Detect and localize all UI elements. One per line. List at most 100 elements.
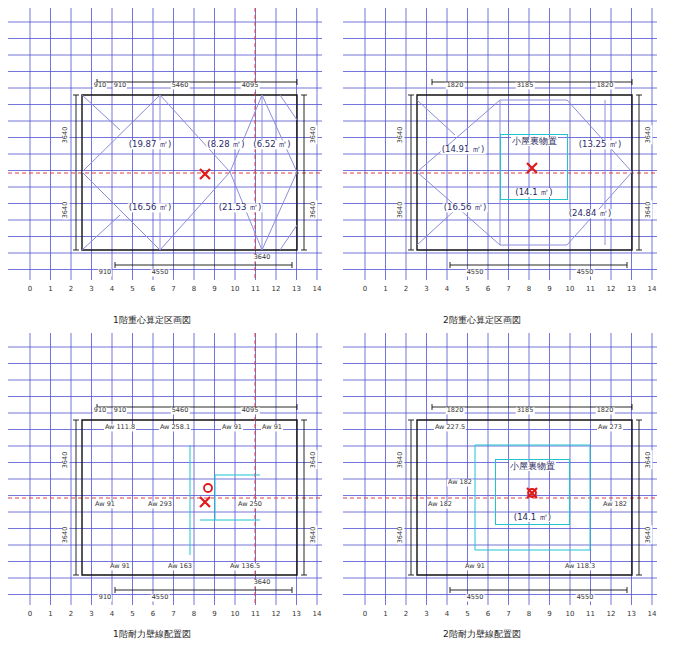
area-label: (14.1 ㎡) bbox=[513, 513, 552, 522]
dimension-text: 3640 bbox=[645, 126, 652, 145]
dimension-text: 3640 bbox=[397, 126, 404, 145]
section-line bbox=[417, 100, 632, 245]
dimension-text: 3640 bbox=[253, 579, 272, 586]
grid-number: 13 bbox=[626, 611, 637, 619]
wall-strength-label: Aw 91 bbox=[464, 563, 486, 570]
grid-line-horizontal bbox=[8, 347, 322, 595]
grid-number: 5 bbox=[464, 286, 470, 294]
grid-number: 6 bbox=[485, 286, 491, 294]
grid-number: 14 bbox=[647, 611, 658, 619]
building-outline bbox=[417, 420, 632, 575]
grid-number: 7 bbox=[505, 286, 511, 294]
wall-line bbox=[190, 445, 260, 555]
wall-strength-label: Aw 227.5 bbox=[434, 424, 466, 431]
dimension-text: 4095 bbox=[241, 82, 260, 89]
grid-number: 4 bbox=[444, 286, 450, 294]
grid-line-vertical bbox=[365, 333, 652, 605]
dimension-text: 4550 bbox=[151, 594, 170, 601]
dimension-text: 4550 bbox=[576, 269, 595, 276]
wall-strength-label: Aw 136.5 bbox=[229, 563, 261, 570]
wall-strength-label: Aw 258.1 bbox=[159, 424, 191, 431]
area-label: (24.84 ㎡) bbox=[568, 209, 613, 218]
dimension-text: 3640 bbox=[310, 451, 317, 470]
grid-number: 11 bbox=[250, 611, 261, 619]
dimension-text: 910 bbox=[113, 82, 127, 89]
wall-strength-label: Aw 91 bbox=[94, 501, 116, 508]
area-label: (16.56 ㎡) bbox=[128, 203, 173, 212]
grid-number: 13 bbox=[291, 286, 302, 294]
center-line bbox=[8, 498, 322, 499]
dimension-text: 910 bbox=[93, 82, 107, 89]
wall-strength-label: Aw 250 bbox=[237, 501, 263, 508]
dimension-text: 4095 bbox=[241, 407, 260, 414]
grid-number: 4 bbox=[444, 611, 450, 619]
grid-line-vertical bbox=[365, 8, 652, 280]
dimension-text: 910 bbox=[98, 594, 112, 601]
grid-number: 8 bbox=[191, 286, 197, 294]
dimension-text: 3640 bbox=[397, 526, 404, 545]
area-label: (14.91 ㎡) bbox=[441, 145, 486, 154]
wall-strength-label: Aw 91 bbox=[261, 424, 283, 431]
dimension-line bbox=[73, 404, 307, 593]
grid-number: 10 bbox=[565, 286, 576, 294]
dimension-text: 3640 bbox=[310, 126, 317, 145]
wall-strength-label: Aw 182 bbox=[602, 501, 628, 508]
grid-number: 6 bbox=[150, 611, 156, 619]
building-outline bbox=[82, 420, 297, 575]
centroid-mark bbox=[200, 169, 210, 179]
center-line bbox=[8, 173, 322, 174]
grid-number: 6 bbox=[150, 286, 156, 294]
grid-number: 12 bbox=[606, 286, 617, 294]
grid-number: 10 bbox=[230, 611, 241, 619]
grid-number: 8 bbox=[191, 611, 197, 619]
grid-number: 2 bbox=[403, 611, 409, 619]
centroid-mark bbox=[527, 488, 537, 498]
area-label: (19.87 ㎡) bbox=[128, 140, 173, 149]
dimension-text: 3640 bbox=[253, 254, 272, 261]
grid-number: 6 bbox=[485, 611, 491, 619]
grid-number: 11 bbox=[250, 286, 261, 294]
grid-number: 2 bbox=[403, 286, 409, 294]
grid-number: 11 bbox=[585, 611, 596, 619]
dimension-text: 1820 bbox=[446, 407, 465, 414]
grid-number: 3 bbox=[88, 286, 94, 294]
dimension-text: 3640 bbox=[310, 526, 317, 545]
grid-number: 1 bbox=[382, 611, 388, 619]
grid-number: 7 bbox=[170, 286, 176, 294]
grid-number: 12 bbox=[271, 286, 282, 294]
grid-number: 8 bbox=[526, 286, 532, 294]
wall-line bbox=[475, 445, 590, 550]
dimension-line bbox=[408, 79, 642, 268]
area-label: (6.52 ㎡) bbox=[252, 140, 291, 149]
area-label: (16.56 ㎡) bbox=[443, 203, 488, 212]
wall-strength-label: Aw 182 bbox=[427, 501, 453, 508]
grid-number: 13 bbox=[291, 611, 302, 619]
wall-strength-label: Aw 91 bbox=[221, 424, 243, 431]
centroid-mark bbox=[527, 163, 537, 173]
grid-number: 0 bbox=[362, 286, 368, 294]
dimension-text: 3640 bbox=[397, 201, 404, 220]
dimension-text: 3185 bbox=[516, 407, 535, 414]
grid-number: 12 bbox=[271, 611, 282, 619]
grid-number: 3 bbox=[88, 611, 94, 619]
grid-number: 0 bbox=[362, 611, 368, 619]
area-label: (14.1 ㎡) bbox=[514, 188, 553, 197]
dimension-text: 4550 bbox=[466, 594, 485, 601]
dimension-text: 3640 bbox=[62, 126, 69, 145]
area-label: (8.28 ㎡) bbox=[206, 140, 245, 149]
dimension-text: 3640 bbox=[645, 201, 652, 220]
grid-number: 7 bbox=[505, 611, 511, 619]
grid-number: 5 bbox=[464, 611, 470, 619]
grid-line-vertical bbox=[30, 333, 317, 605]
dimension-text: 1820 bbox=[446, 82, 465, 89]
dimension-text: 3640 bbox=[62, 526, 69, 545]
rigidity-center-mark bbox=[528, 489, 536, 497]
grid-number: 14 bbox=[312, 286, 323, 294]
dimension-line bbox=[408, 404, 642, 593]
wall-strength-label: Aw 118.3 bbox=[564, 563, 596, 570]
dimension-text: 4550 bbox=[151, 269, 170, 276]
dimension-text: 3640 bbox=[645, 526, 652, 545]
dimension-text: 910 bbox=[93, 407, 107, 414]
grid-number: 4 bbox=[109, 611, 115, 619]
